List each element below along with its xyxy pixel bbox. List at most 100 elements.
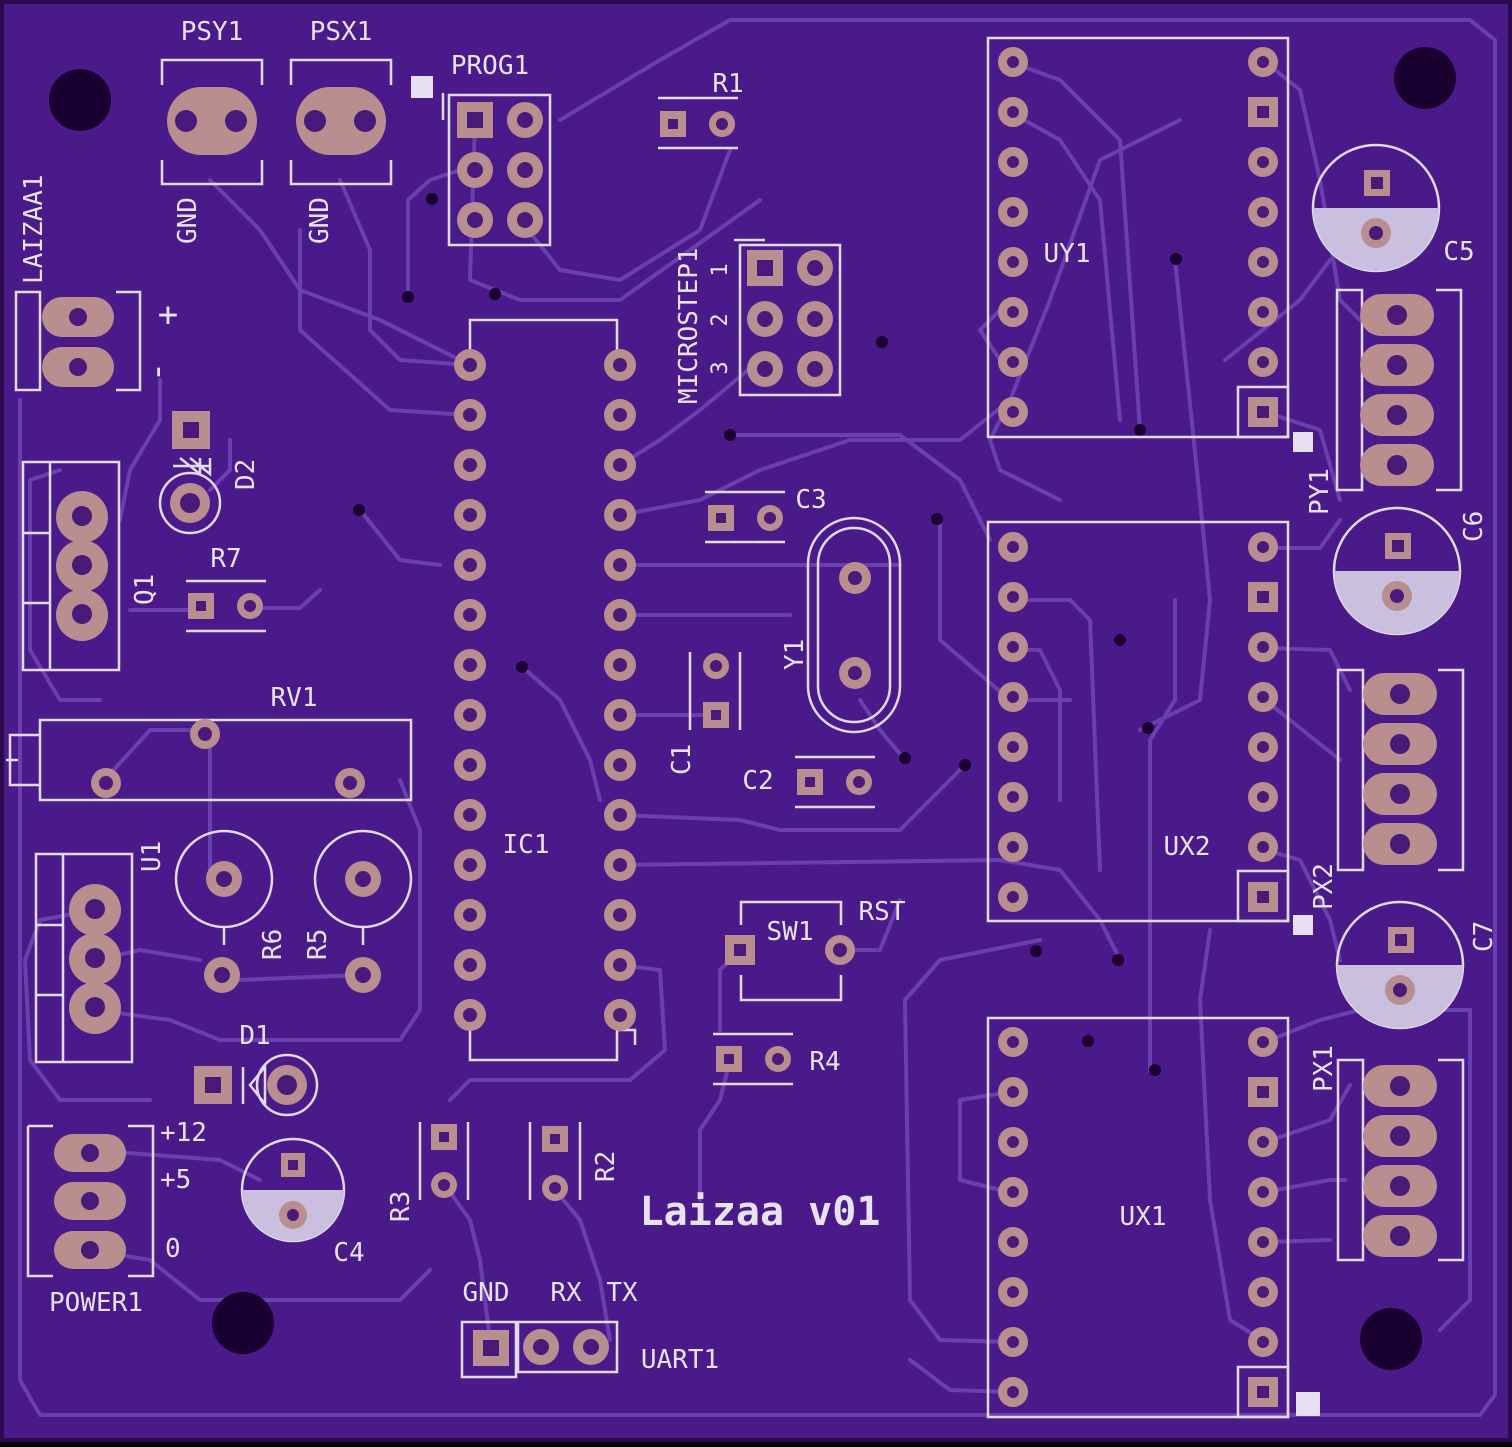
- label-r2: R2: [591, 1151, 621, 1182]
- label-gnd-psx: GND: [305, 197, 335, 244]
- label-gnd-psy: GND: [173, 197, 203, 244]
- label-sw1: SW1: [767, 917, 814, 947]
- pad: [1248, 832, 1278, 862]
- pad: [998, 1127, 1028, 1157]
- pad: [1248, 1277, 1278, 1307]
- label-ms-1: 1: [708, 263, 733, 276]
- pad: [454, 949, 486, 981]
- label-plus5: +5: [160, 1165, 191, 1195]
- capacitor-c6: C6: [1332, 506, 1489, 636]
- pad: [998, 1027, 1028, 1057]
- pad: [454, 699, 486, 731]
- copper-traces: [18, 18, 1497, 1417]
- pad: [1248, 1227, 1278, 1257]
- capacitor-c1: C1: [667, 652, 742, 775]
- pad: [998, 1077, 1028, 1107]
- driver-ux2: UX2: [986, 520, 1290, 923]
- fiducial-mark: [1296, 1392, 1320, 1416]
- pad: [1363, 773, 1437, 815]
- pad: [1248, 1127, 1278, 1157]
- mounting-holes: [49, 47, 1456, 1370]
- label-q1: Q1: [130, 574, 160, 605]
- label-rst: RST: [859, 897, 906, 927]
- pad: [1360, 394, 1434, 436]
- pad: [604, 849, 636, 881]
- label-power1: POWER1: [49, 1288, 143, 1318]
- label-px2: PX2: [1309, 863, 1339, 910]
- label-tx: TX: [606, 1278, 638, 1308]
- pad: [1248, 97, 1278, 127]
- resistor-r4: R4: [713, 1032, 841, 1086]
- capacitor-c7: C7: [1335, 900, 1499, 1030]
- pad: [1363, 723, 1437, 765]
- pad: [454, 449, 486, 481]
- led-d1: D1: [194, 1021, 319, 1117]
- pad: [998, 732, 1028, 762]
- pad: [998, 1377, 1028, 1407]
- label-r5: R5: [303, 929, 333, 960]
- pad: [998, 147, 1028, 177]
- resistor-r7: R7: [186, 544, 266, 633]
- label-ms-3: 3: [708, 361, 733, 374]
- pad: [454, 599, 486, 631]
- pad: [604, 399, 636, 431]
- pad: [604, 499, 636, 531]
- label-r7: R7: [210, 544, 241, 574]
- pad: [998, 532, 1028, 562]
- label-c1: C1: [667, 744, 697, 775]
- pad: [1248, 197, 1278, 227]
- label-u1: U1: [137, 841, 167, 872]
- pad: [998, 1227, 1028, 1257]
- capacitor-c2: C2: [742, 755, 875, 809]
- pad: [1363, 673, 1437, 715]
- pad: [1248, 297, 1278, 327]
- header-uart1: GND RX TX UART1: [460, 1278, 719, 1379]
- resistor-r5: R5: [303, 829, 413, 993]
- header-prog1: PROG1: [441, 51, 552, 247]
- label-r1: R1: [712, 69, 743, 99]
- label-uy1: UY1: [1044, 239, 1091, 269]
- pad: [604, 799, 636, 831]
- pad: [998, 1177, 1028, 1207]
- chip-ic1: IC1: [454, 318, 637, 1062]
- connector-psy1: PSY1 GND: [160, 17, 264, 244]
- pad: [1363, 823, 1437, 865]
- pad: [604, 899, 636, 931]
- connector-px1: PX1: [1309, 1045, 1465, 1262]
- label-r4: R4: [809, 1047, 840, 1077]
- pad: [998, 682, 1028, 712]
- pad: [1363, 1165, 1437, 1207]
- label-ms-2: 2: [708, 313, 733, 326]
- pad: [454, 999, 486, 1031]
- label-px1: PX1: [1309, 1045, 1339, 1092]
- pad: [1248, 532, 1278, 562]
- label-c7: C7: [1469, 921, 1499, 952]
- switch-sw1: SW1 RST: [725, 897, 906, 1002]
- pad: [1248, 247, 1278, 277]
- led-d2: D2: [158, 411, 261, 535]
- pad: [1248, 47, 1278, 77]
- pad: [604, 999, 636, 1031]
- pad: [604, 449, 636, 481]
- label-plus12: +12: [160, 1118, 207, 1148]
- pad: [604, 749, 636, 781]
- label-ux2: UX2: [1164, 832, 1211, 862]
- pad: [604, 699, 636, 731]
- label-plus: +: [158, 295, 178, 335]
- connector-py1: PY1: [1305, 288, 1463, 515]
- pad: [1363, 1215, 1437, 1257]
- label-ux1: UX1: [1120, 1202, 1167, 1232]
- pad: [1248, 1077, 1278, 1107]
- label-prog1: PROG1: [451, 51, 529, 81]
- pad: [1360, 294, 1434, 336]
- pad: [998, 197, 1028, 227]
- label-microstep1: MICROSTEP1: [674, 247, 704, 404]
- label-c2: C2: [742, 766, 773, 796]
- pad: [604, 649, 636, 681]
- pad: [998, 47, 1028, 77]
- label-r3: R3: [386, 1191, 416, 1222]
- fiducial-mark: [411, 76, 433, 98]
- pad: [1248, 632, 1278, 662]
- pad: [604, 549, 636, 581]
